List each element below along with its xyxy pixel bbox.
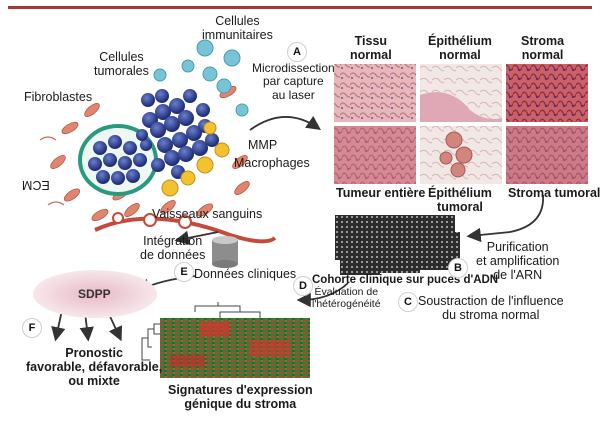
label-macrophages: Macrophages [234, 156, 310, 170]
tissue-image-grid [334, 64, 588, 184]
label-cohorte: Cohorte clinique sur puces d'ADN [312, 274, 499, 286]
heading-tumeur-entiere: Tumeur entière [336, 186, 426, 200]
sdpp-blob [33, 270, 157, 318]
fibroblast-cells [50, 85, 250, 222]
heading-stroma-tumoral: Stroma tumoral [508, 186, 600, 200]
title-bar [8, 6, 592, 9]
step-letter-e: E [174, 262, 194, 282]
tumor-whole-image [334, 126, 416, 184]
tumor-mass [78, 89, 219, 196]
step-letter-b: B [448, 258, 468, 278]
label-sdpp: SDPP [78, 287, 111, 301]
label-purification: Purification et amplification de l'ARN [476, 240, 560, 282]
immune-cells [153, 39, 249, 117]
blood-vessel [94, 212, 277, 244]
label-ecm: ECM [22, 178, 50, 192]
label-donnees-cliniques: Données cliniques [194, 267, 297, 281]
step-letter-f: F [22, 318, 42, 338]
stroma-tumor-image [506, 126, 588, 184]
label-pronostic: Pronostic favorable, défavorable, ou mix… [26, 346, 163, 388]
heading-epithelium-normal: Épithélium normal [428, 34, 492, 62]
expression-heatmap [141, 302, 310, 378]
label-mmp: MMP [248, 138, 278, 152]
macrophage-cells [161, 121, 230, 197]
label-soustraction: Soustraction de l'influence du stroma no… [418, 294, 564, 322]
heading-stroma-normal: Stroma normal [521, 34, 565, 62]
label-fibroblastes: Fibroblastes [24, 90, 93, 104]
label-integration-donnees: Intégration de données [140, 234, 206, 262]
label-evaluation-heterogeneite: Évaluation de l'hétérogénéité [312, 286, 381, 310]
label-signatures: Signatures d'expression génique du strom… [168, 383, 313, 411]
label-vaisseaux-sanguins: Vaisseaux sanguins [152, 207, 263, 221]
heading-tissu-normal: Tissu normal [350, 34, 392, 62]
step-letter-c: C [398, 292, 418, 312]
heading-epithelium-tumoral: Épithélium tumoral [428, 186, 492, 214]
dna-microarray-chips [335, 215, 460, 275]
tissue-normal-image [334, 64, 416, 122]
label-cellules-tumorales: Cellules tumorales [94, 50, 149, 78]
label-microdissection: Microdissection par capture au laser [252, 61, 335, 102]
step-letter-d: D [293, 276, 313, 296]
database-cylinder-icon [212, 236, 238, 268]
label-cellules-immunitaires: Cellules immunitaires [202, 14, 273, 42]
step-letter-a: A [287, 42, 307, 62]
stroma-normal-image [506, 64, 588, 122]
